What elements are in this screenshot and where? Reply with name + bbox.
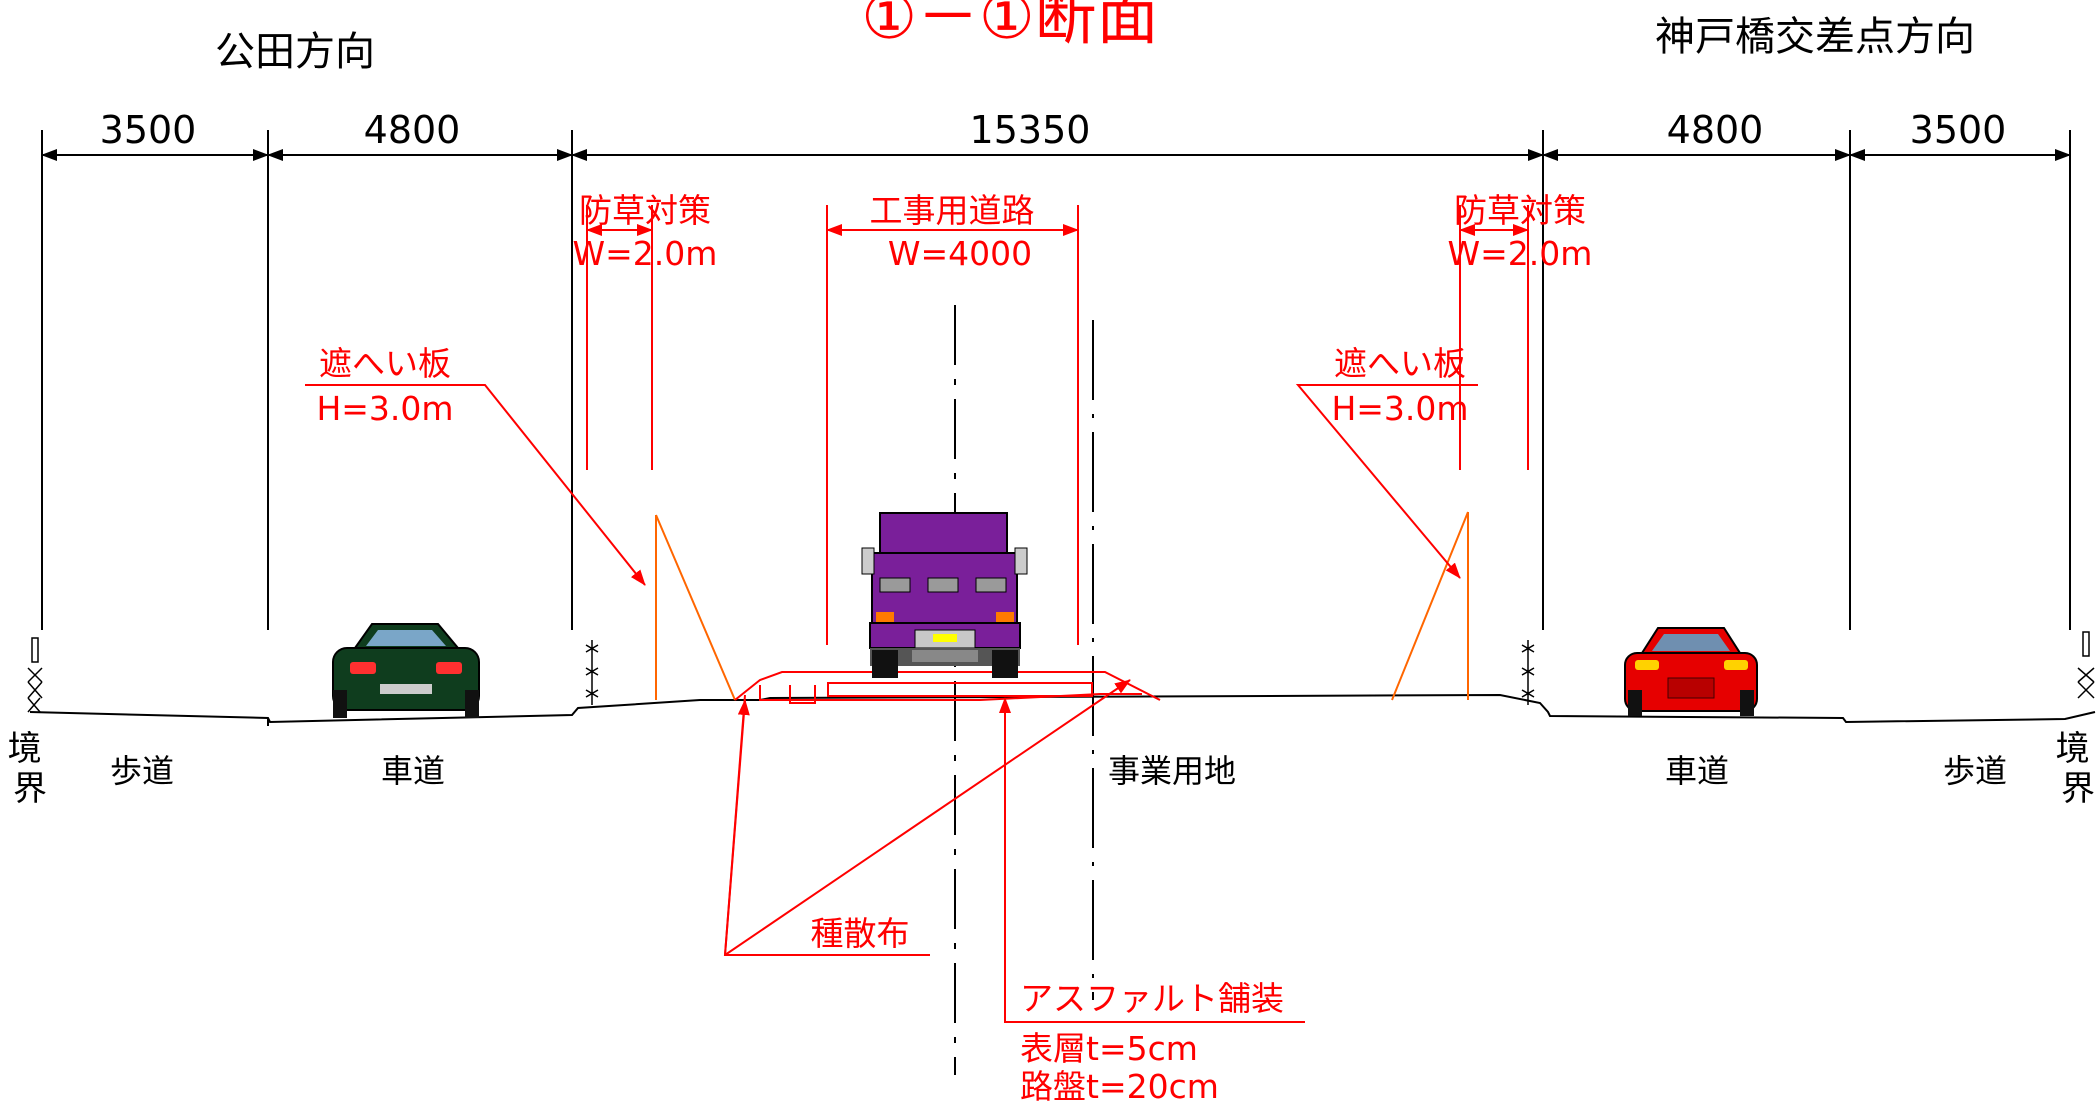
dim-left-sidewalk: 3500 xyxy=(100,108,197,152)
construction-road-dimension xyxy=(826,205,1079,645)
boundary-marker-right xyxy=(2077,631,2095,699)
dim-right-sidewalk: 3500 xyxy=(1910,108,2007,152)
shield-fence-right xyxy=(1391,511,1469,701)
construction-road-width: W=4000 xyxy=(888,234,1032,273)
dim-center: 15350 xyxy=(970,108,1091,152)
fence-right-height: H=3.0m xyxy=(1331,389,1468,428)
boundary-left-label: 境 界 xyxy=(8,729,53,809)
shield-fence-left xyxy=(655,514,736,701)
weed-control-right xyxy=(1459,205,1529,470)
boundary-marker-left xyxy=(27,637,43,713)
boundary-left-char1: 境 xyxy=(8,729,42,769)
fence-left-leader xyxy=(305,384,646,586)
boundary-lines xyxy=(41,130,2071,630)
fence-post-left xyxy=(585,640,599,705)
weed-control-right-width: W=2.0m xyxy=(1448,234,1593,273)
asphalt-title: アスファルト舗装 xyxy=(1020,979,1284,1018)
fence-left-title: 遮へい板 xyxy=(319,344,451,383)
seeding-leader-2 xyxy=(724,699,750,956)
car-left-icon xyxy=(332,623,480,718)
boundary-right-label: 境 界 xyxy=(2056,729,2100,809)
fence-right-title: 遮へい板 xyxy=(1334,344,1466,383)
pavement-outline xyxy=(734,671,1161,704)
seeding-label: 種散布 xyxy=(811,914,910,953)
weed-control-left-width: W=2.0m xyxy=(573,234,718,273)
construction-road-title: 工事用道路 xyxy=(870,191,1035,230)
section-title: ①－①断面 xyxy=(861,0,1158,53)
fence-left-height: H=3.0m xyxy=(316,389,453,428)
boundary-right-char2: 界 xyxy=(2061,769,2095,809)
dim-right-roadway: 4800 xyxy=(1667,108,1764,152)
asphalt-base: 路盤t=20cm xyxy=(1020,1067,1219,1105)
direction-left-label: 公田方向 xyxy=(215,29,375,75)
weed-control-right-title: 防草対策 xyxy=(1454,191,1586,230)
ground-line xyxy=(29,693,2096,724)
truck-icon xyxy=(861,512,1028,678)
direction-right-label: 神戸橋交差点方向 xyxy=(1655,14,1975,60)
asphalt-leader xyxy=(999,697,1305,1023)
project-land-label: 事業用地 xyxy=(1108,752,1236,790)
fence-right-leader xyxy=(1295,384,1478,579)
car-right-icon xyxy=(1624,627,1758,716)
dim-left-roadway: 4800 xyxy=(364,108,461,152)
roadway-right-label: 車道 xyxy=(1665,752,1729,790)
seeding-leader xyxy=(723,680,1130,956)
boundary-left-char2: 界 xyxy=(13,769,47,809)
roadway-left-label: 車道 xyxy=(381,752,445,790)
boundary-right-char1: 境 xyxy=(2056,729,2090,769)
weed-control-left xyxy=(586,205,653,470)
weed-control-left-title: 防草対策 xyxy=(579,191,711,230)
fence-post-right xyxy=(1521,640,1535,705)
sidewalk-right-label: 歩道 xyxy=(1943,752,2007,790)
sidewalk-left-label: 歩道 xyxy=(110,752,174,790)
asphalt-surface: 表層t=5cm xyxy=(1020,1029,1198,1068)
